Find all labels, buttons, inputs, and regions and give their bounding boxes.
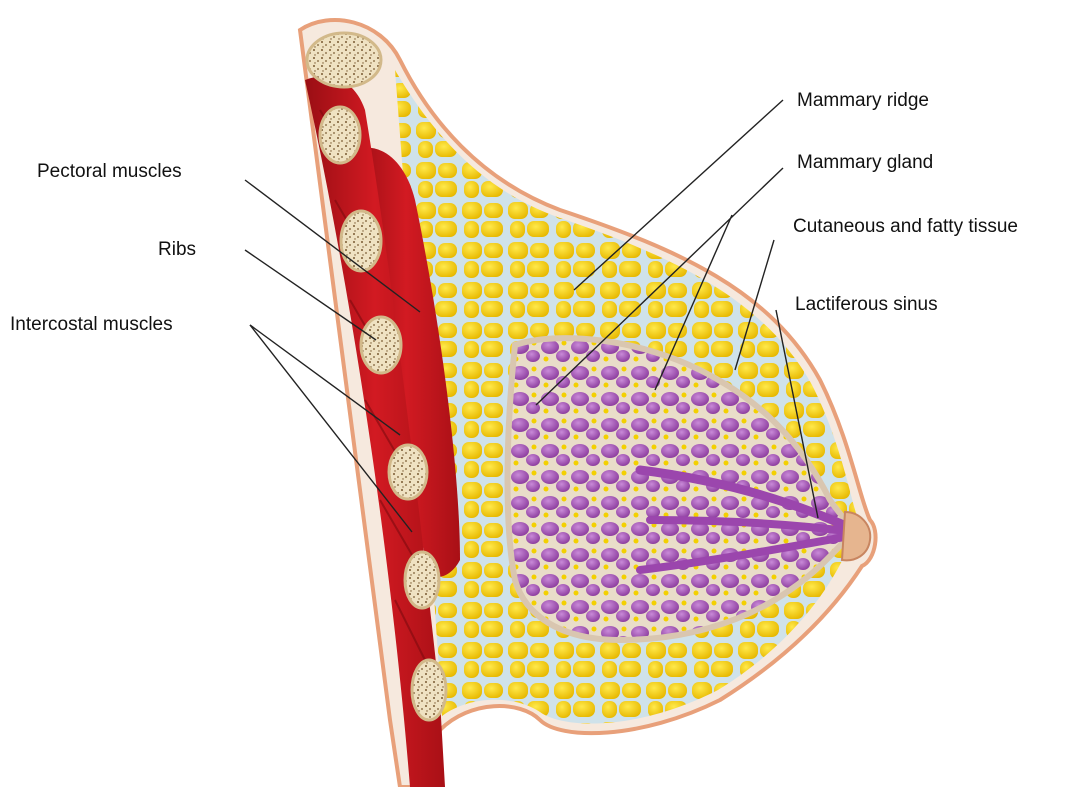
label-cutaneous-fatty-tissue: Cutaneous and fatty tissue xyxy=(793,216,1018,237)
rib xyxy=(307,33,381,87)
rib xyxy=(405,552,439,608)
rib xyxy=(320,107,360,163)
label-intercostal-muscles: Intercostal muscles xyxy=(10,314,173,335)
label-mammary-ridge: Mammary ridge xyxy=(797,90,929,111)
label-ribs: Ribs xyxy=(158,239,196,260)
label-pectoral-muscles: Pectoral muscles xyxy=(37,161,182,182)
rib xyxy=(341,211,381,271)
label-mammary-gland: Mammary gland xyxy=(797,152,933,173)
rib xyxy=(389,445,427,499)
rib xyxy=(412,660,446,720)
rib xyxy=(361,317,401,373)
label-lactiferous-sinus: Lactiferous sinus xyxy=(795,294,938,315)
